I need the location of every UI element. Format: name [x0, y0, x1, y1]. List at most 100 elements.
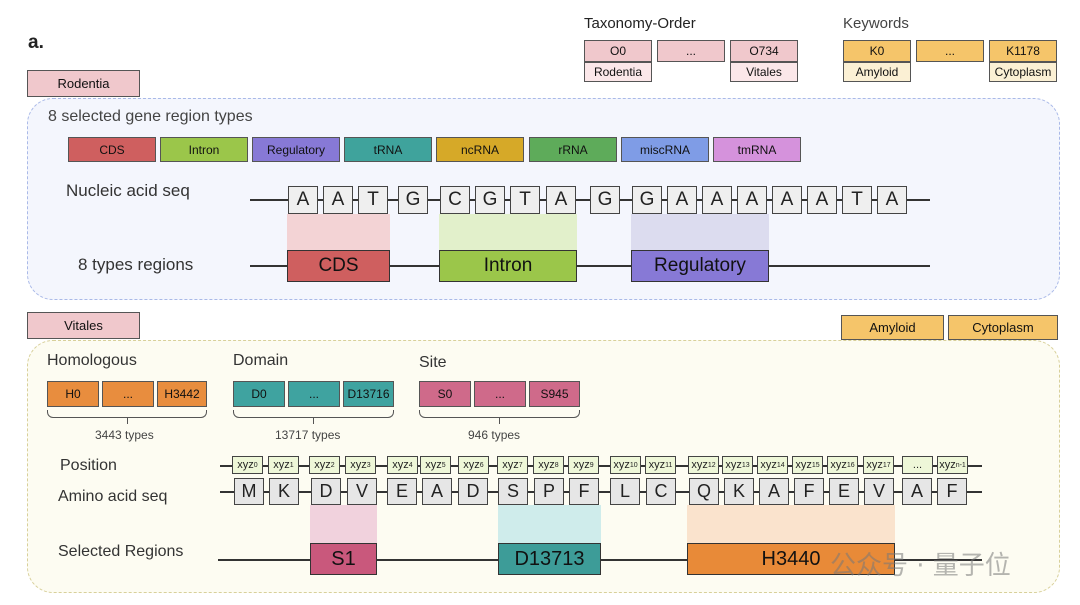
site-title: Site — [419, 354, 447, 371]
protein-regions-label: Selected Regions — [58, 543, 184, 560]
intron-shade — [439, 214, 577, 250]
nucleotide: G — [398, 186, 428, 214]
protein-region-homologous: H3440 — [687, 543, 895, 575]
taxonomy-title: Taxonomy-Order — [584, 15, 696, 32]
site-shade — [310, 505, 377, 543]
gene-type-ncrna: ncRNA — [436, 137, 524, 162]
protein-taxonomy-tag: Vitales — [27, 312, 140, 339]
protein-region-domain: D13713 — [498, 543, 601, 575]
amino-acid: F — [569, 478, 599, 505]
domain-code-ellipsis: ... — [288, 381, 340, 407]
keyword-name-first: Amyloid — [843, 62, 911, 82]
taxonomy-code-ellipsis: ... — [657, 40, 725, 62]
position-index: 11 — [665, 461, 673, 469]
amino-acid: Q — [689, 478, 719, 505]
amino-acid: L — [610, 478, 640, 505]
position-index: 13 — [741, 461, 750, 469]
amino-acid: F — [794, 478, 824, 505]
site-brace-tip — [499, 418, 501, 424]
taxonomy-name-last: Vitales — [730, 62, 798, 82]
position-index: 0 — [253, 461, 258, 469]
nucleotide: G — [475, 186, 505, 214]
nucleotide: A — [877, 186, 907, 214]
nucleotide: A — [323, 186, 353, 214]
amino-acid: E — [387, 478, 417, 505]
gene-type-trna: tRNA — [344, 137, 432, 162]
domain-brace — [233, 410, 394, 418]
amino-acid: A — [422, 478, 452, 505]
domain-code-last: D13716 — [343, 381, 394, 407]
keyword-name-last: Cytoplasm — [989, 62, 1057, 82]
protein-region-site: S1 — [310, 543, 377, 575]
regulatory-shade — [631, 214, 769, 250]
position-index: 15 — [811, 461, 820, 469]
site-code-ellipsis: ... — [474, 381, 526, 407]
position-index: 4 — [408, 461, 413, 469]
nucleotide: G — [590, 186, 620, 214]
position-index: 7 — [518, 461, 523, 469]
homologous-code-first: H0 — [47, 381, 99, 407]
site-brace — [419, 410, 580, 418]
amino-acid: P — [534, 478, 564, 505]
homologous-shade — [687, 505, 895, 543]
nucleotide: A — [702, 186, 732, 214]
protein-keyword-tag-2: Cytoplasm — [948, 315, 1058, 340]
nucleotide: A — [737, 186, 767, 214]
panel-label: a. — [28, 32, 44, 53]
domain-title: Domain — [233, 352, 289, 369]
amino-acid: F — [937, 478, 967, 505]
site-count: 946 types — [468, 428, 521, 442]
amino-acid-backbone — [220, 491, 982, 493]
site-code-last: S945 — [529, 381, 580, 407]
homologous-count: 3443 types — [95, 428, 154, 442]
dna-region-regulatory: Regulatory — [631, 250, 769, 282]
nucleotide: A — [772, 186, 802, 214]
amino-acid: K — [724, 478, 754, 505]
nucleotide: A — [288, 186, 318, 214]
amino-acid: D — [458, 478, 488, 505]
amino-acid-label: Amino acid seq — [58, 488, 168, 505]
keyword-code-first: K0 — [843, 40, 911, 62]
position-index: 16 — [846, 461, 855, 469]
nucleotide: T — [510, 186, 540, 214]
homologous-brace-tip — [127, 418, 129, 424]
dna-regions-line — [250, 265, 930, 267]
amino-acid: K — [269, 478, 299, 505]
watermark: 公众号 · 量子位 — [830, 551, 1011, 581]
position-backbone — [220, 465, 982, 467]
homologous-title: Homologous — [47, 352, 137, 369]
gene-type-regulatory: Regulatory — [252, 137, 340, 162]
position-index: 14 — [776, 461, 785, 469]
amino-acid: E — [829, 478, 859, 505]
nucleotide: G — [632, 186, 662, 214]
nucleotide: A — [546, 186, 576, 214]
keywords-title: Keywords — [843, 15, 909, 32]
domain-code-first: D0 — [233, 381, 285, 407]
amino-acid: V — [347, 478, 377, 505]
gene-type-tmrna: tmRNA — [713, 137, 801, 162]
gene-type-cds: CDS — [68, 137, 156, 162]
position-index: 1 — [289, 461, 294, 469]
domain-count: 13717 types — [275, 428, 341, 442]
dna-panel-title: 8 selected gene region types — [48, 108, 253, 125]
amino-acid: C — [646, 478, 676, 505]
position-index: 2 — [330, 461, 335, 469]
amino-acid: A — [759, 478, 789, 505]
homologous-brace — [47, 410, 207, 418]
domain-shade — [498, 505, 601, 543]
homologous-code-last: H3442 — [157, 381, 207, 407]
